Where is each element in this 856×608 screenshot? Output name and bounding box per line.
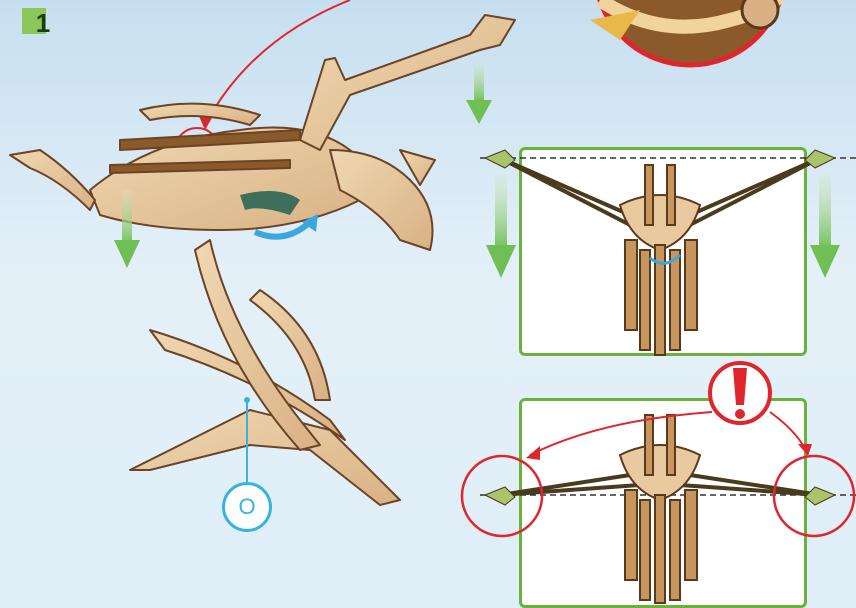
incorrect-position-panel <box>519 398 807 608</box>
correct-position-panel <box>519 147 807 356</box>
zoom-detail-icon <box>590 0 785 65</box>
step-number: 1 <box>28 8 58 38</box>
red-callout-arrow-icon <box>175 0 350 172</box>
dragon-model-icon <box>10 15 515 505</box>
green-down-arrow-icon <box>114 62 492 268</box>
blue-rotate-arrow-icon <box>255 214 318 237</box>
part-label-badge: O <box>222 482 272 532</box>
